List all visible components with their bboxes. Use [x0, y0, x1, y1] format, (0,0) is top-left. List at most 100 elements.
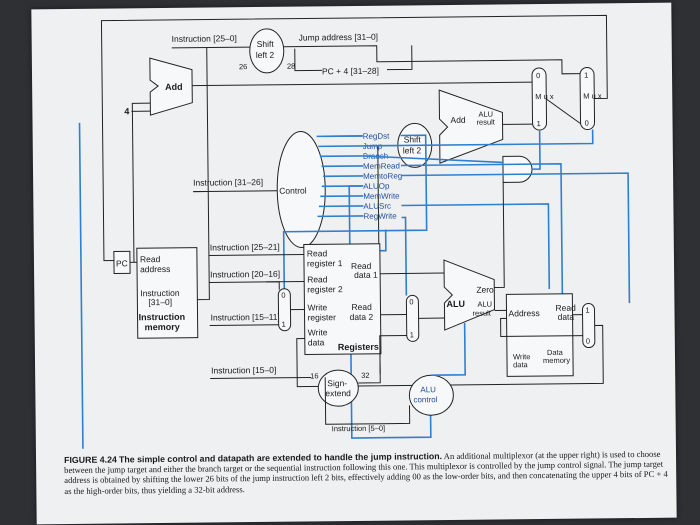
- label-write-regb: register: [308, 312, 337, 322]
- control-signal-regwrite: RegWrite: [363, 212, 397, 221]
- label-alu-main-result2: result: [472, 309, 491, 318]
- wire-instr-25-21: [208, 254, 304, 257]
- register-file: [303, 243, 382, 356]
- wire-branchmux-to-jumpmux: [545, 98, 581, 125]
- wire-signext-out: [358, 334, 407, 384]
- wire-pc4-concat: [386, 45, 413, 71]
- label-registers: Registers: [338, 342, 379, 352]
- label-address: Address: [508, 308, 539, 318]
- label-instr-mem-a: Instruction: [138, 312, 185, 322]
- control-signal-alusrc: ALUSrc: [363, 202, 391, 211]
- wire-instr-15-11: [209, 324, 279, 327]
- control-signal-memtoreg: MemtoReg: [363, 171, 402, 180]
- ctl-memwrite: [401, 203, 551, 289]
- label-data-memory: memory: [543, 356, 570, 365]
- label-alu-main-result: ALU: [477, 300, 492, 309]
- label-read-data2b: data 2: [350, 312, 374, 322]
- label-control: Control: [279, 185, 307, 195]
- label-read-address-a: Read: [140, 254, 161, 264]
- control-unit: [276, 131, 326, 249]
- memtoreg-mux-1: 1: [585, 306, 589, 315]
- shift-left2-jump-unit: [249, 28, 285, 74]
- label-read-reg1b: register 1: [307, 258, 343, 268]
- wire-funct: [324, 377, 411, 425]
- label-pc: PC: [116, 258, 128, 268]
- label-shift-jump-b: left 2: [256, 50, 275, 60]
- label-bits-28: 28: [287, 62, 295, 71]
- data-memory: [505, 293, 574, 377]
- wire-pc-to-adder: [131, 102, 151, 263]
- control-signal-regdst: RegDst: [363, 132, 391, 141]
- ctl-memtoreg: [401, 172, 631, 304]
- label-zero: Zero: [476, 285, 494, 295]
- branch-mux-0: 0: [536, 71, 540, 80]
- label-bits-32: 32: [361, 371, 369, 380]
- label-instr-15-0: Instruction [15–0]: [211, 365, 276, 376]
- alusrc-mux-1: 1: [410, 330, 414, 339]
- wire-jump-address: [283, 45, 532, 63]
- memtoreg-mux-0: 0: [586, 337, 590, 346]
- datapath-diagram: Instruction [25–0] Shift left 2 Jump add…: [78, 14, 631, 449]
- ctl-regdst-to-mux: [282, 134, 428, 297]
- label-sign-extend-a: Sign-: [327, 378, 347, 388]
- control-signal-aluop: ALUOp: [363, 182, 390, 191]
- label-read-data-mem: Read: [555, 303, 576, 313]
- wire-instr-15-0: [210, 376, 312, 380]
- label-alu-control-b: control: [413, 395, 437, 404]
- label-bits-26: 26: [239, 62, 247, 71]
- label-instruction-a: Instruction: [140, 288, 180, 298]
- branch-mux-label: M u x: [535, 92, 554, 101]
- main-alu: [443, 259, 495, 331]
- regdst-mux-1: 1: [282, 320, 286, 329]
- jump-mux-1: 1: [584, 71, 588, 80]
- label-instr-25-21: Instruction [25–21]: [210, 242, 280, 253]
- control-signal-memread: MemRead: [363, 162, 400, 171]
- label-alu-control-a: ALU: [420, 385, 436, 394]
- wire-pc-plus4: [192, 81, 533, 87]
- control-signal-memwrite: MemWrite: [363, 192, 400, 201]
- textbook-page: Instruction [25–0] Shift left 2 Jump add…: [31, 2, 677, 525]
- branch-mux-1: 1: [536, 119, 540, 128]
- label-read-data1: Read: [351, 261, 372, 271]
- wire-next-pc: [100, 14, 608, 262]
- label-instruction-b: [31–0]: [148, 297, 172, 307]
- label-jump-address: Jump address [31–0]: [299, 32, 378, 43]
- wire-pc4-upper: [294, 48, 322, 72]
- ctl-pcsrc: [532, 130, 541, 170]
- wire-jump-to-mux: [531, 59, 581, 75]
- label-write-data-mem: Write: [513, 352, 530, 361]
- wire-read-data1: [380, 272, 445, 275]
- label-shift-mid-b: left 2: [403, 145, 422, 155]
- label-read-data1b: data 1: [354, 270, 378, 280]
- instruction-memory: [136, 247, 199, 339]
- label-shift-mid-a: Shift: [404, 134, 422, 144]
- label-shift-jump-a: Shift: [257, 39, 275, 49]
- label-write-reg: Write: [307, 302, 327, 312]
- ctl-left-rail: [78, 122, 84, 449]
- wire-instr-25-0: [171, 46, 250, 49]
- label-bits-16: 16: [310, 371, 318, 380]
- label-alu-main: ALU: [446, 299, 465, 309]
- wire-zero: [494, 182, 505, 289]
- label-instr-mem-b: memory: [145, 322, 180, 332]
- label-branch-result: result: [476, 118, 495, 127]
- ctl-jump: [362, 129, 594, 147]
- label-read-data2: Read: [351, 302, 372, 312]
- label-read-reg2b: register 2: [307, 284, 343, 294]
- ctl-alu-op-out: [431, 322, 466, 376]
- label-instr-20-16: Instruction [20–16]: [210, 269, 280, 280]
- label-data-memory-a: Data: [547, 348, 564, 357]
- label-read-reg2: Read: [307, 274, 328, 284]
- branch-and-gate: [502, 155, 533, 183]
- label-four: 4: [124, 106, 129, 116]
- label-write-datab: data: [308, 337, 325, 347]
- label-instr-15-11: Instruction [15–11]: [211, 312, 280, 323]
- jump-mux-0: 0: [584, 119, 588, 128]
- label-instr-31-26: Instruction [31–26]: [193, 177, 263, 188]
- label-instr-5-0: Instruction [5–0]: [332, 424, 385, 434]
- label-branch-add: Add: [450, 115, 466, 125]
- label-instr-25-0: Instruction [25–0]: [172, 33, 237, 44]
- label-pc4-31-28: PC + 4 [31–28]: [322, 66, 379, 77]
- wire-instr-bus: [197, 47, 210, 301]
- ctl-alusrc: [401, 216, 408, 296]
